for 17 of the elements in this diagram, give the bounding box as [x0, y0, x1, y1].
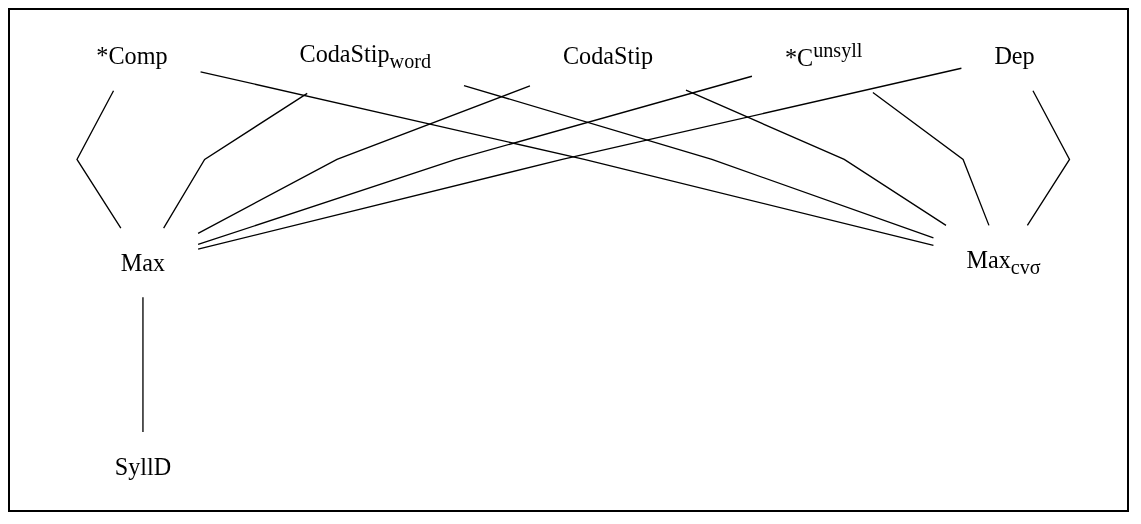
- connector: [463, 84, 935, 239]
- connector: [76, 90, 122, 229]
- connector: [1026, 90, 1071, 227]
- node-text: CodaStip$_{word}$: [299, 39, 431, 72]
- node-text: *C$^{unsyll}$: [784, 39, 863, 72]
- connector: [685, 89, 947, 227]
- connector: [872, 91, 990, 227]
- node-text: Max: [120, 248, 166, 277]
- node-text: SyllD: [114, 452, 172, 481]
- connector: [197, 75, 753, 246]
- connector: [142, 296, 144, 433]
- node-text: Dep: [994, 42, 1035, 70]
- node-text: *Comp: [96, 42, 168, 70]
- connector: [162, 92, 308, 229]
- node-text: Max$_{cvσ}$: [966, 246, 1041, 279]
- connector: [197, 85, 531, 234]
- node-text: CodaStip: [562, 42, 653, 70]
